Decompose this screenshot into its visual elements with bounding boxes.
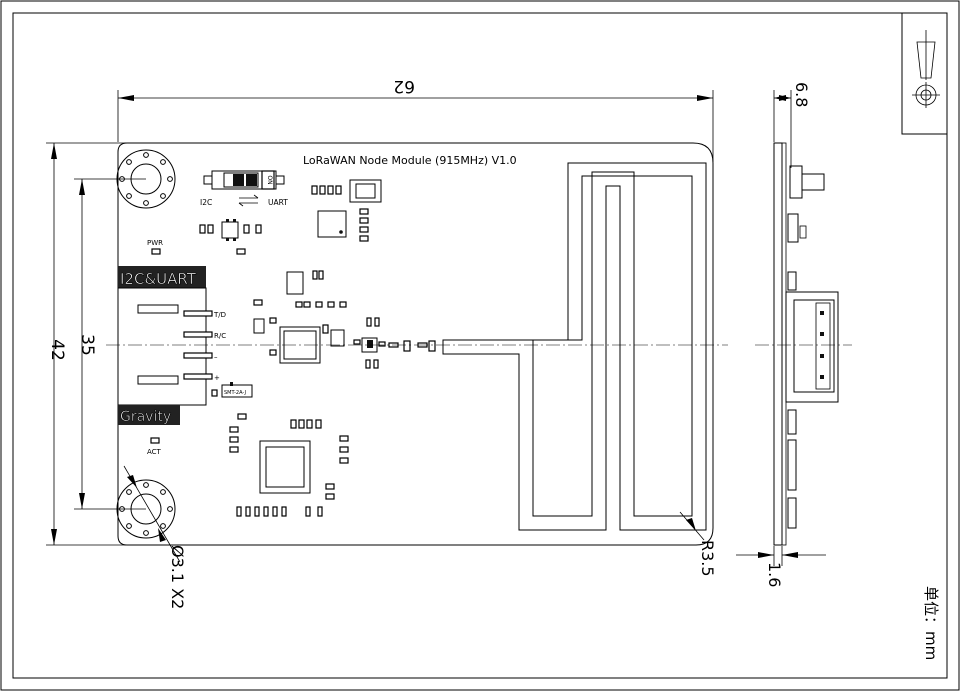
dim-side-height-value: 6.8 [792,82,811,107]
projection-symbol-box [901,12,948,135]
label-gravity: Gravity [120,409,171,425]
board-title: LoRaWAN Node Module (915MHz) V1.0 [303,154,517,167]
mcu-area [253,270,347,364]
pcb-top-view: ON I2C UART LoRaWAN Node Module (915MHz)… [106,142,728,546]
pin-label-gnd: – [214,353,218,361]
slide-switch: ON [203,170,285,207]
dim-width-value: 62 [393,76,415,96]
dim-height: 42 [46,142,126,546]
label-act: ACT [147,448,162,456]
act-led [150,437,160,444]
switch-text: ON [266,175,273,184]
dim-inner-height: 35 [74,178,146,510]
pin-label-rc: R/C [214,332,226,340]
unit-note: 单位：mm [922,586,940,660]
lower-ic-region [229,413,349,517]
antenna-trace [442,162,707,531]
dim-corner-radius-value: R3.5 [698,540,717,577]
dim-inner-height-value: 35 [77,334,97,356]
label-i2c-uart: I2C&UART [120,270,197,288]
gravity-connector: I2C&UART Gravity [117,266,213,425]
label-uart: UART [268,198,288,207]
dim-side-thickness-value: 1.6 [765,562,784,587]
pin-label-td: T/D [213,311,226,319]
dim-hole: Ø3.1 X2 [123,465,187,609]
pcb-side-view: 6.8 1.6 [736,82,852,587]
pcb-outline [117,142,714,546]
sot-component: SMT-2A-J [211,382,253,398]
pin-label-vcc: + [214,374,220,382]
label-pwr: PWR [147,239,163,247]
dim-width: 62 [117,76,714,162]
dim-hole-value: Ø3.1 X2 [168,545,187,609]
components-regulator [199,219,262,255]
components-top-right [311,179,382,242]
inner-frame [12,12,948,679]
pwr-led [151,248,161,255]
side-board [773,142,783,546]
dim-height-value: 42 [47,339,67,361]
ic-text: SMT-2A-J [224,390,246,396]
dim-corner-radius: R3.5 [679,511,717,577]
label-i2c: I2C [200,198,212,207]
rf-chain [353,317,436,369]
